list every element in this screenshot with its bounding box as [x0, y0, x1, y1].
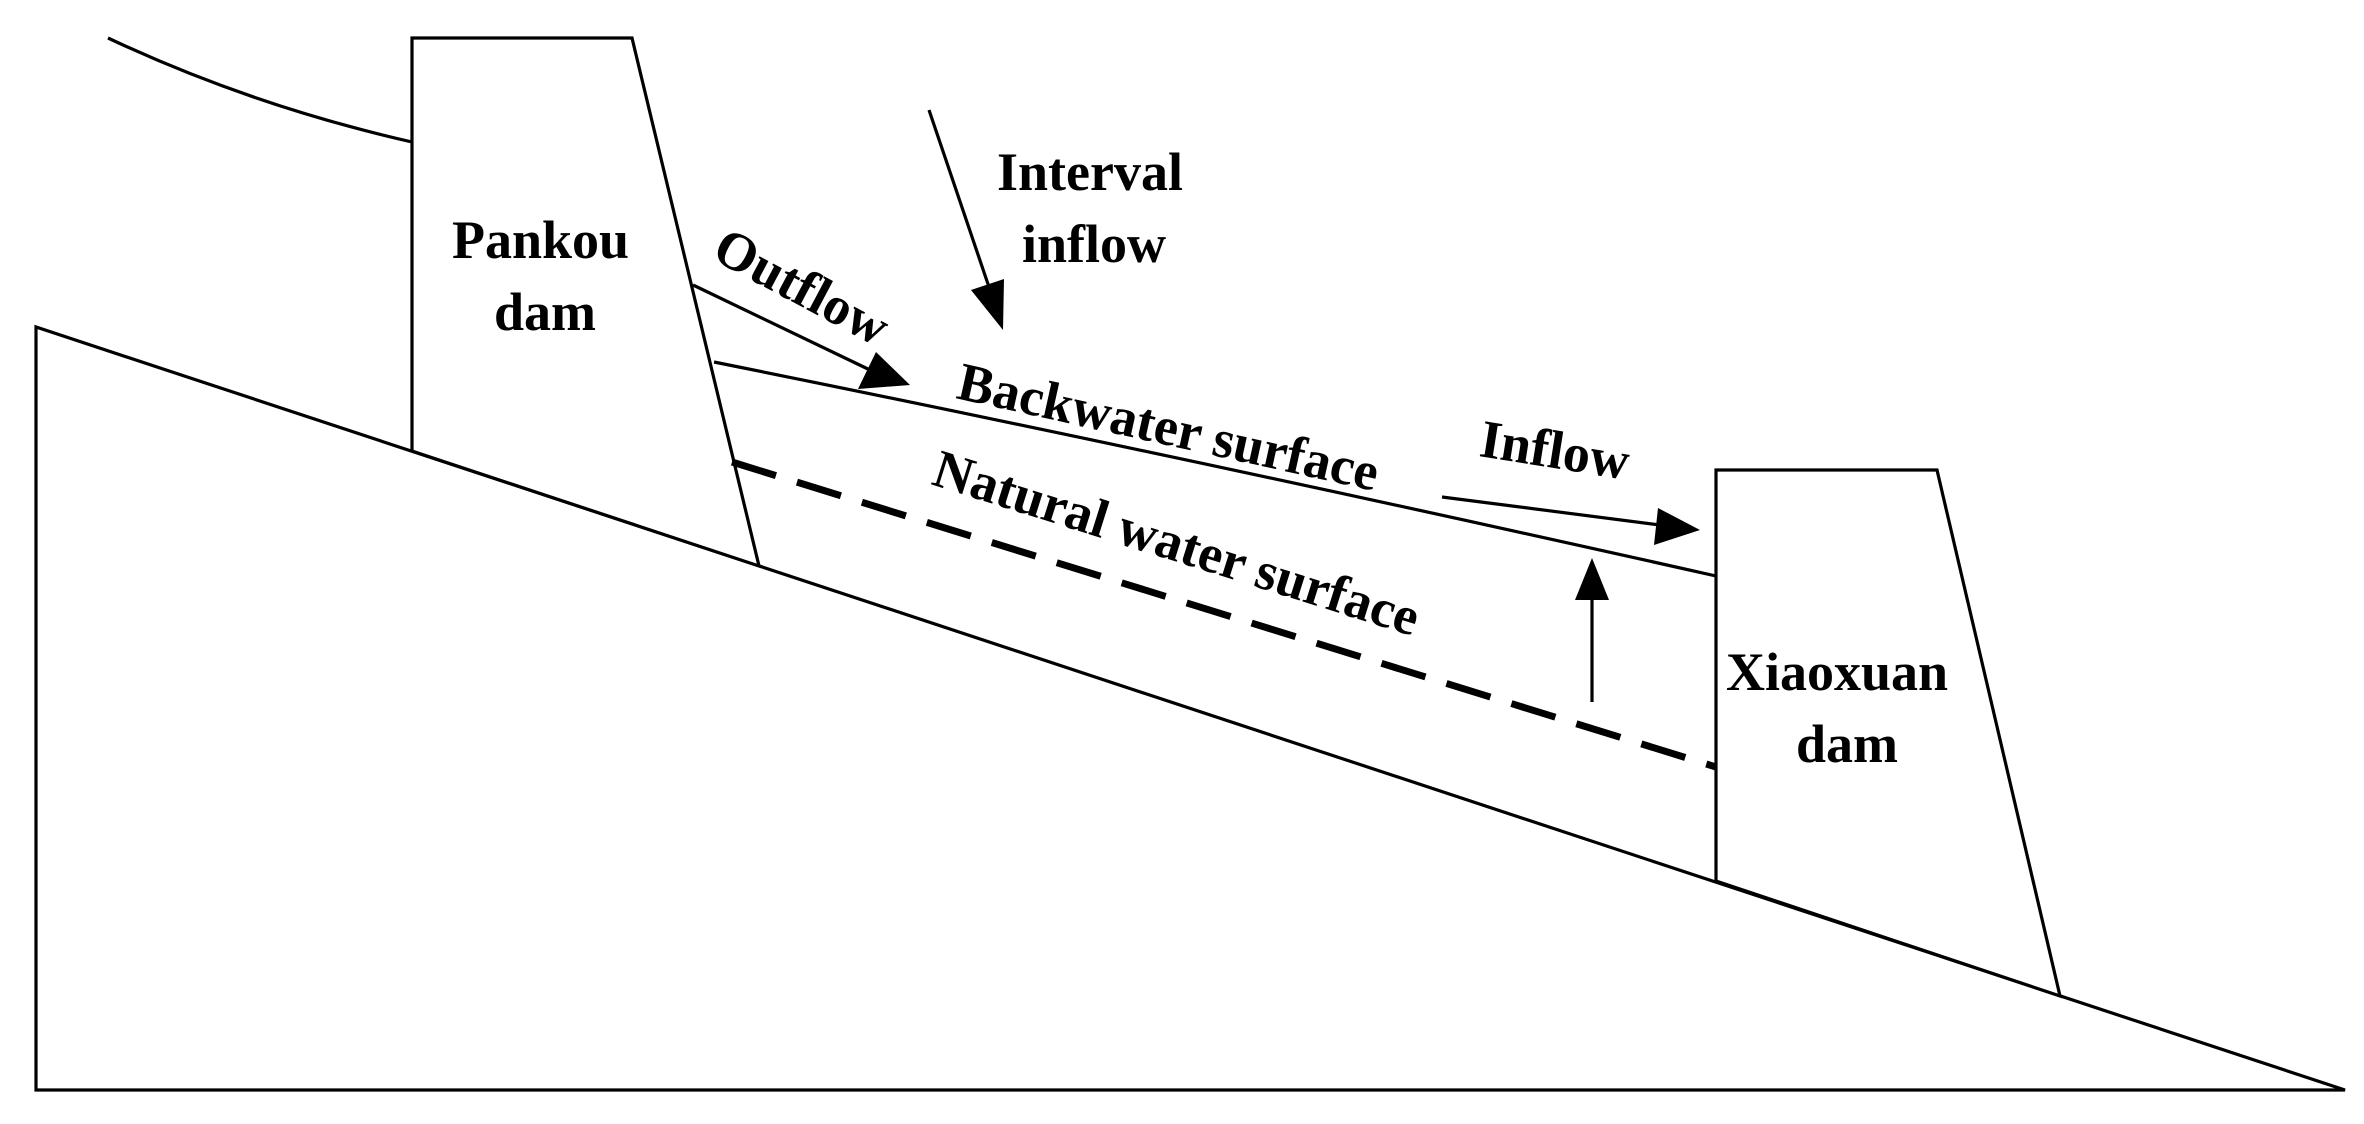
water-rise-arrow [1575, 558, 1609, 702]
interval-inflow-arrow [927, 109, 1004, 330]
pankou-dam-label-line1: Pankou [452, 210, 629, 270]
outflow-arrow [692, 283, 910, 389]
pankou-dam-label-line2: dam [494, 282, 596, 342]
upstream-valley-curve [107, 36, 413, 144]
xiaoxuan-dam [1714, 468, 2063, 999]
pankou-dam-label: Pankou dam [452, 210, 643, 342]
xiaoxuan-dam-label: Xiaoxuan dam [1726, 642, 1962, 774]
xiaoxuan-dam-label-line1: Xiaoxuan [1726, 642, 1948, 702]
interval-inflow-label: Interval inflow [997, 142, 1196, 274]
inflow-arrow [1441, 495, 1700, 545]
backwater-surface-line [713, 360, 1717, 578]
xiaoxuan-dam-label-line2: dam [1796, 714, 1898, 774]
pankou-dam [410, 36, 762, 569]
inflow-label: Inflow [1476, 409, 1634, 492]
interval-inflow-label-line1: Interval [997, 142, 1183, 202]
natural-water-surface-line [730, 458, 1718, 771]
interval-inflow-label-line2: inflow [1022, 214, 1166, 274]
